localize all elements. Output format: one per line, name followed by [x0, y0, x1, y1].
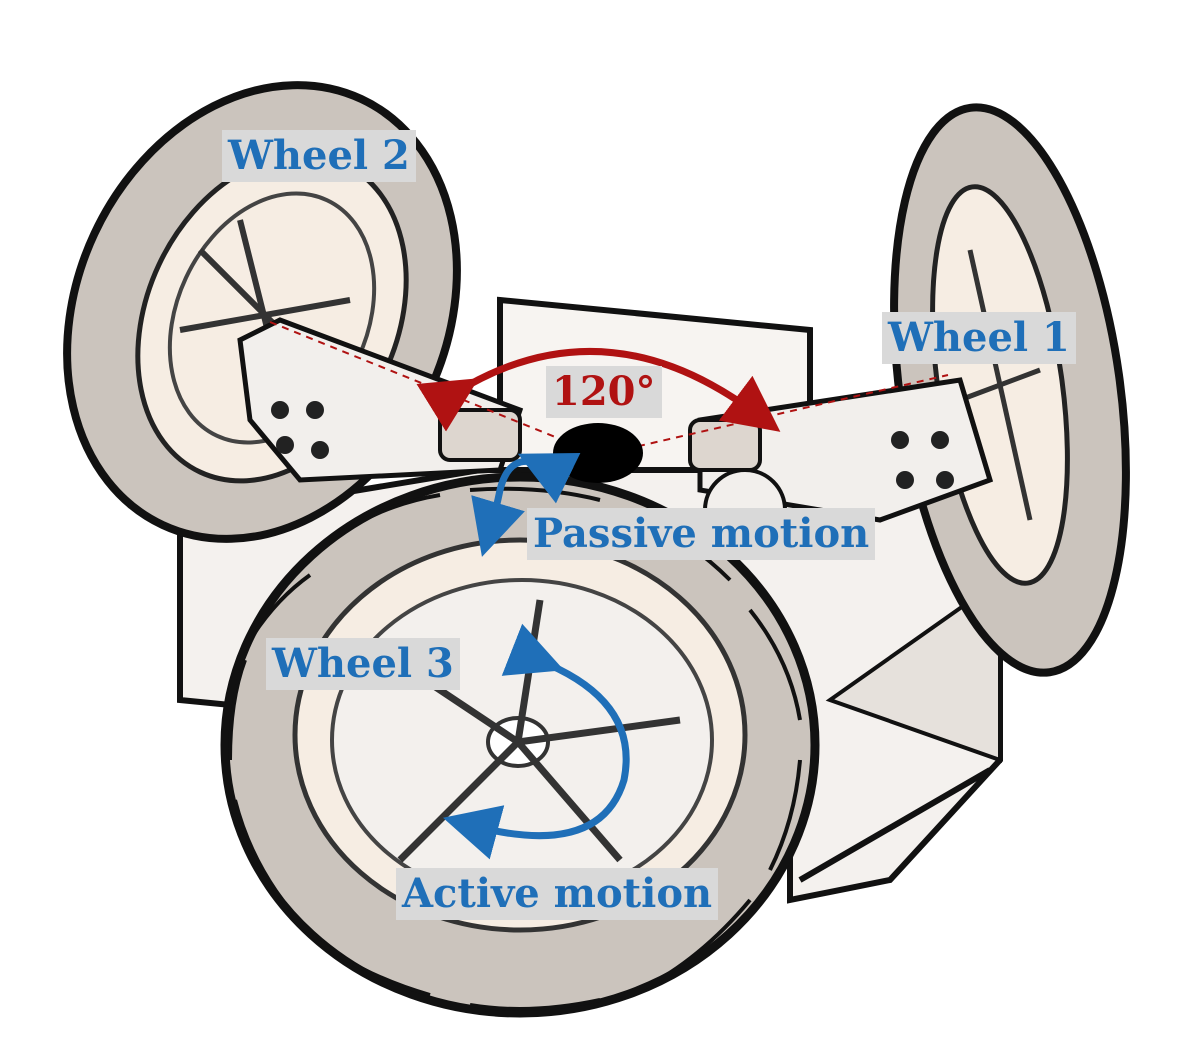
angle-label: 120° — [546, 366, 662, 418]
active-motion-arrow — [442, 623, 630, 860]
wheel-3-label: Wheel 3 — [266, 638, 460, 690]
angle-arrow — [416, 348, 781, 432]
active-motion-label: Active motion — [396, 868, 719, 920]
wheel-2-label: Wheel 2 — [222, 130, 416, 182]
wheel-1-label: Wheel 1 — [882, 312, 1076, 364]
passive-motion-arrow — [471, 453, 581, 557]
passive-motion-label: Passive motion — [527, 508, 876, 560]
robot-center-marker — [553, 423, 643, 483]
